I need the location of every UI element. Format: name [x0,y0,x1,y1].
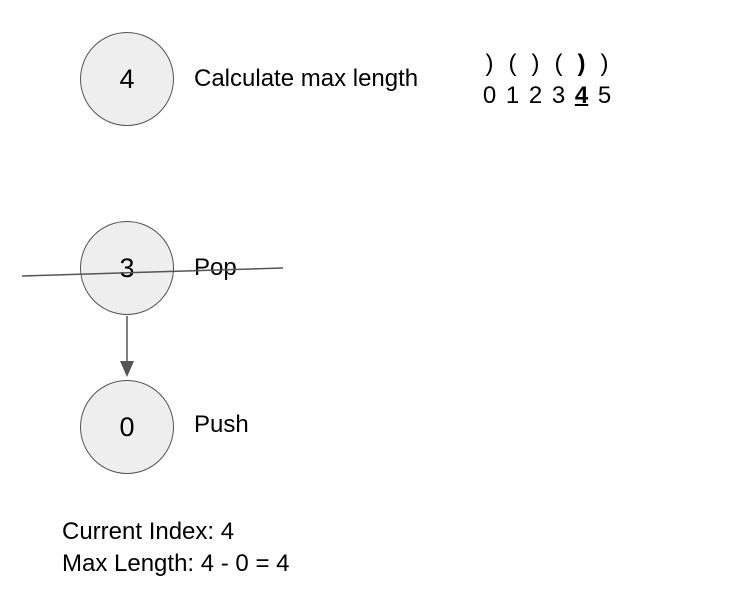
index-label-current: 4 [574,82,589,109]
step-node-value: 4 [119,63,135,94]
index-label: 1 [505,82,520,109]
step-node: 4 [80,32,174,126]
paren-char: ) [531,50,540,77]
pop-label: Pop [194,254,237,281]
pushed-node-value: 0 [119,411,135,442]
index-sequence: 0 1 2 3 4 5 [478,82,616,110]
strike-through-line [21,267,284,277]
step-label: Calculate max length [194,65,419,92]
paren-char: ( [508,50,517,77]
stack-node-pushed: 0 [80,380,174,474]
push-label: Push [194,411,249,438]
current-index-text: Current Index: 4 [62,518,235,545]
arrow-head-icon [120,361,134,377]
index-label: 2 [528,82,543,109]
paren-sequence: ) ( ) ( ) ) [478,50,616,78]
paren-char: ) [485,50,494,77]
index-label: 5 [597,82,612,109]
max-length-text: Max Length: 4 - 0 = 4 [62,550,290,577]
paren-char: ( [554,50,563,77]
index-label: 0 [482,82,497,109]
paren-char-current: ) [577,50,586,77]
paren-char: ) [600,50,609,77]
stack-node-popped: 3 [80,221,174,315]
popped-node-value: 3 [119,252,135,283]
index-label: 3 [551,82,566,109]
